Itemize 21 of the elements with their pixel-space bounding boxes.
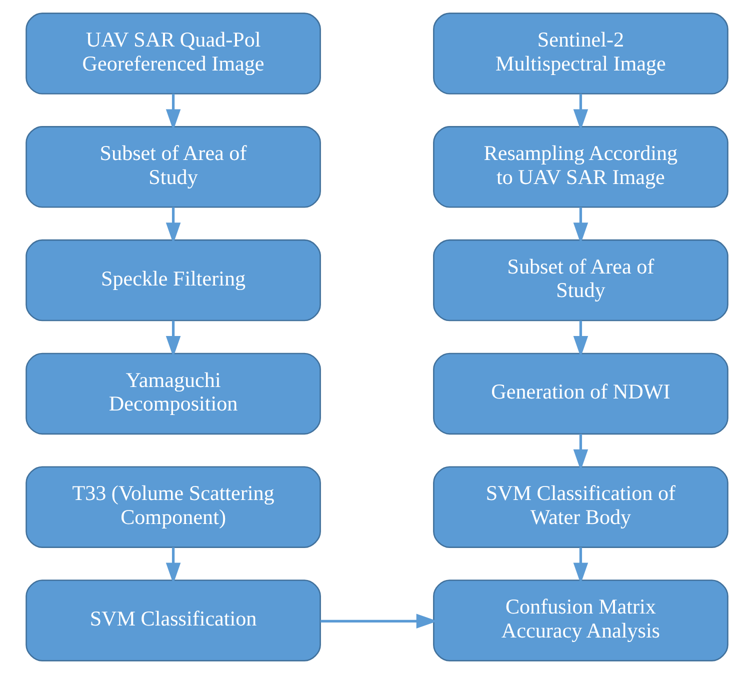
arrow xyxy=(572,94,588,130)
node-box: Sentinel-2 Multispectral Image xyxy=(432,12,728,94)
node-box: Yamaguchi Decomposition xyxy=(25,352,320,435)
arrow xyxy=(572,320,588,358)
arrow xyxy=(165,94,180,130)
arrow xyxy=(572,547,588,584)
node-box: SVM Classification xyxy=(25,580,320,662)
arrow xyxy=(572,207,588,244)
node-box: SVM Classification of Water Body xyxy=(432,466,728,548)
node-box: T33 (Volume Scattering Component) xyxy=(25,466,320,548)
arrow xyxy=(165,547,180,584)
node-box: Subset of Area of Study xyxy=(432,239,728,322)
arrow xyxy=(165,320,180,358)
node-box: UAV SAR Quad-Pol Georeferenced Image xyxy=(25,12,320,94)
node-box: Subset of Area of Study xyxy=(25,126,320,208)
node-box: Confusion Matrix Accuracy Analysis xyxy=(432,580,728,662)
node-box: Speckle Filtering xyxy=(25,239,320,322)
node-box: Generation of NDWI xyxy=(432,352,728,435)
arrow xyxy=(165,207,180,244)
node-box: Resampling According to UAV SAR Image xyxy=(432,126,728,208)
arrow xyxy=(320,614,437,629)
